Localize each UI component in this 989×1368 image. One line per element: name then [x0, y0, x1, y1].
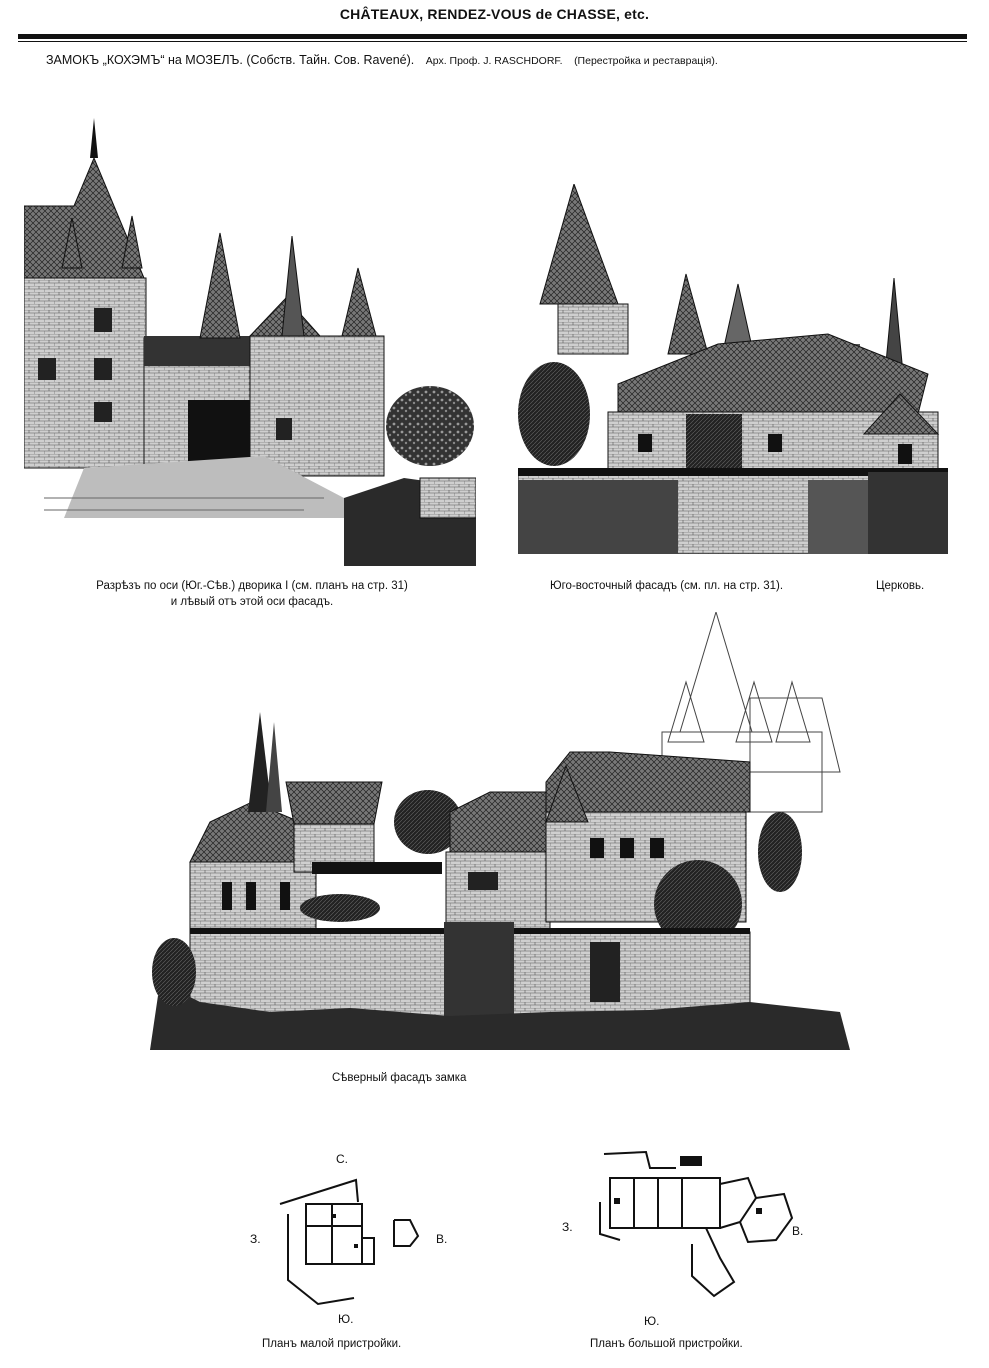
large-plan-south-label: Ю. — [644, 1314, 660, 1328]
small-plan-east-label: В. — [436, 1232, 448, 1246]
section-caption-line-1: Разрѣзъ по оси (Юг.-Сѣв.) дворика I (см.… — [96, 580, 408, 592]
small-plan-south-label: Ю. — [338, 1312, 354, 1326]
southeast-caption: Юго-восточный фасадъ (см. пл. на стр. 31… — [550, 580, 784, 592]
southeast-facade-drawing — [518, 184, 948, 554]
small-plan-west-label: З. — [250, 1232, 261, 1246]
header-rule-thin — [18, 41, 967, 42]
church-caption: Церковь. — [876, 580, 925, 592]
page-header: CHÂTEAUX, RENDEZ-VOUS de CHASSE, etc. — [0, 0, 989, 42]
large-extension-plan — [596, 1148, 800, 1302]
plate-note: (Перестройка и реставрація). — [574, 55, 718, 67]
section-caption-line-2: и лѣвый отъ этой оси фасадъ. — [170, 596, 334, 608]
plate-title-main: ЗАМОКЪ „КОХЭМЪ“ на МОЗЕЛЪ. (Собств. Тайн… — [46, 53, 415, 67]
north-facade-drawing — [150, 612, 850, 1050]
small-extension-plan — [270, 1174, 434, 1310]
small-plan-north-label: С. — [336, 1152, 348, 1166]
large-plan-east-label: В. — [792, 1224, 804, 1238]
plate-architect: Арх. Проф. J. RASCHDORF. — [425, 55, 563, 67]
plate-title: ЗАМОКЪ „КОХЭМЪ“ на МОЗЕЛЪ. (Собств. Тайн… — [46, 53, 718, 67]
section-drawing — [24, 118, 476, 566]
small-plan-caption: Планъ малой пристройки. — [262, 1338, 402, 1350]
header-rule-thick — [18, 34, 967, 39]
large-plan-west-label: З. — [562, 1220, 573, 1234]
section-caption: Разрѣзъ по оси (Юг.-Сѣв.) дворика I (см.… — [32, 578, 472, 610]
north-facade-caption: Сѣверный фасадъ замка — [332, 1072, 467, 1084]
running-title: CHÂTEAUX, RENDEZ-VOUS de CHASSE, etc. — [339, 6, 650, 22]
large-plan-caption: Планъ большой пристройки. — [590, 1338, 743, 1350]
